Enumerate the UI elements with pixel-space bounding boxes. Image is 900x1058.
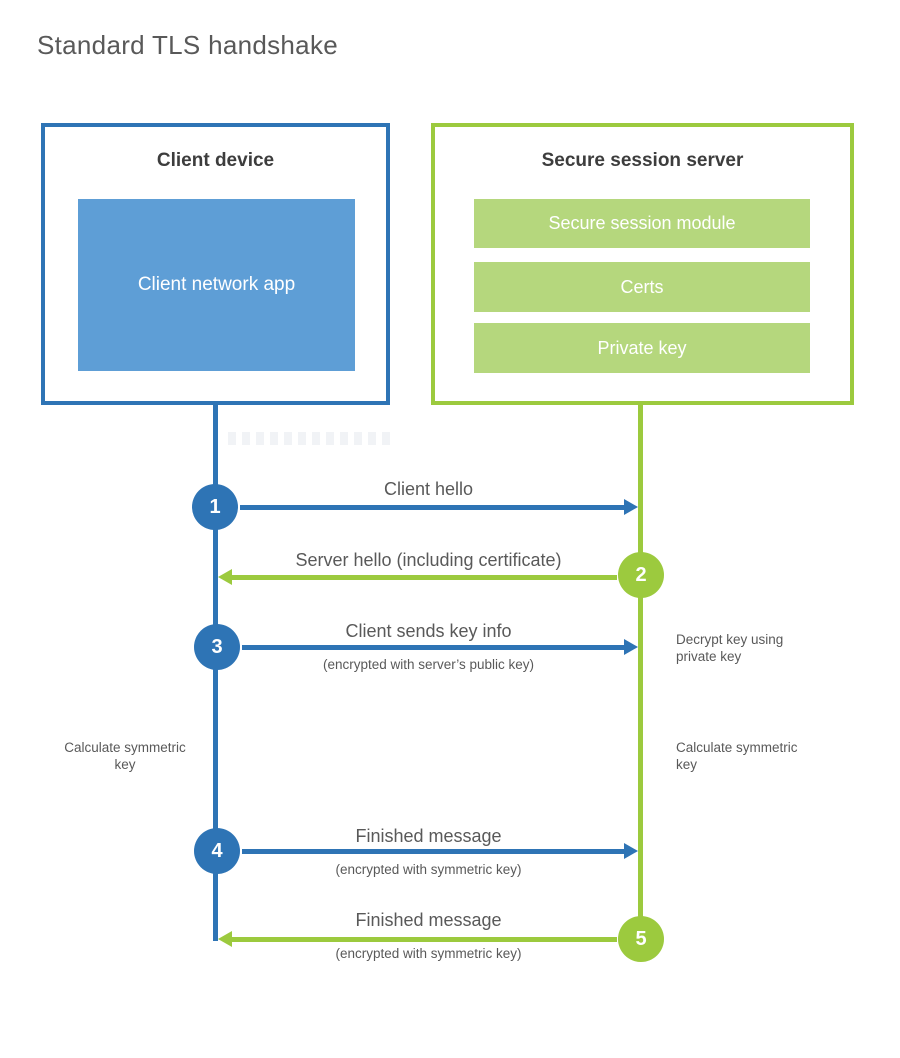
- step-3-sublabel: (encrypted with server’s public key): [322, 657, 535, 672]
- step-5-marker: 5: [618, 916, 664, 962]
- server-module-bar-secure-session-module: Secure session module: [474, 199, 810, 248]
- step-2-marker: 2: [618, 552, 664, 598]
- step-4-arrow-right-icon: [242, 843, 638, 859]
- step-2-arrow-left-icon: [218, 569, 617, 585]
- step-3-label: Client sends key info: [345, 621, 512, 641]
- step-5-arrow-left-icon: [218, 931, 617, 947]
- step-4-sublabel: (encrypted with symmetric key): [335, 862, 522, 877]
- step-5-sublabel: (encrypted with symmetric key): [335, 946, 522, 961]
- step-3-marker: 3: [194, 624, 240, 670]
- note-calculate-symmetric-key-server: Calculate symmetric key: [676, 740, 798, 772]
- client-network-app-label: Client network app: [137, 274, 296, 296]
- note-decrypt-key: Decrypt key using private key: [676, 632, 784, 664]
- client-device-heading: Client device: [156, 150, 275, 171]
- step-2-label: Server hello (including certificate): [295, 550, 562, 570]
- server-module-bar-private-key: Private key: [474, 323, 810, 373]
- secure-session-server-heading: Secure session server: [541, 150, 744, 171]
- client-lifeline: [213, 405, 218, 941]
- faint-dashed-artifact: [228, 432, 396, 445]
- step-5-label: Finished message: [355, 910, 502, 930]
- step-4-marker: 4: [194, 828, 240, 874]
- server-module-bar-certs: Certs: [474, 262, 810, 312]
- server-lifeline: [638, 405, 643, 939]
- step-1-label: Client hello: [383, 479, 474, 499]
- step-1-marker: 1: [192, 484, 238, 530]
- diagram-title: Standard TLS handshake: [37, 30, 339, 60]
- step-4-label: Finished message: [355, 826, 502, 846]
- client-network-app-box: Client network app: [78, 199, 355, 371]
- step-3-arrow-right-icon: [242, 639, 638, 655]
- note-calculate-symmetric-key-client: Calculate symmetric key: [64, 740, 186, 772]
- step-1-arrow-right-icon: [240, 499, 638, 515]
